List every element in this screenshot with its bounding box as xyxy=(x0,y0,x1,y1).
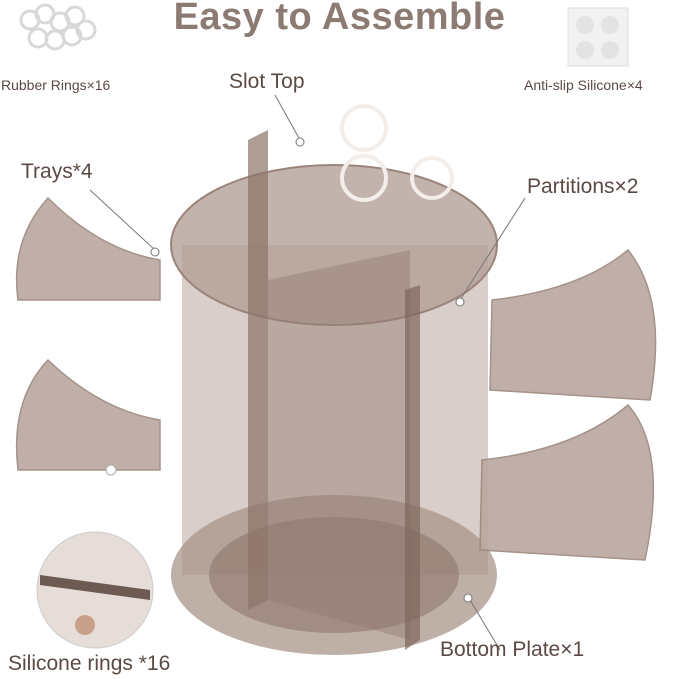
organizer-body xyxy=(170,104,498,655)
label-anti-slip-silicone: Anti-slip Silicone×4 xyxy=(524,77,643,93)
label-rubber-rings: Rubber Rings×16 xyxy=(1,77,111,93)
label-trays: Trays*4 xyxy=(21,160,93,183)
label-bottom-plate: Bottom Plate×1 xyxy=(440,638,585,661)
label-silicone-rings: Silicone rings *16 xyxy=(8,652,171,675)
callout-lines xyxy=(89,94,526,651)
anti-slip-silicone-image xyxy=(567,7,629,67)
label-slot-top: Slot Top xyxy=(229,70,305,93)
trays-image xyxy=(15,196,657,561)
silicone-rings-closeup xyxy=(36,464,154,649)
label-partitions: Partitions×2 xyxy=(527,175,639,198)
rubber-rings-image xyxy=(19,3,97,51)
page-title: Easy to Assemble xyxy=(173,0,506,38)
